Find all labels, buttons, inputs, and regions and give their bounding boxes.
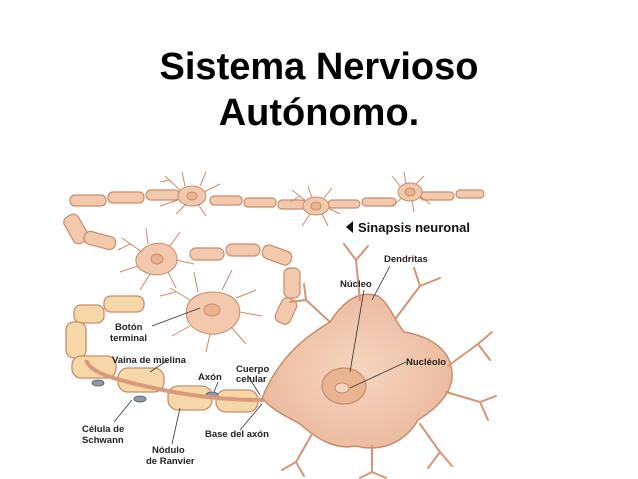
label-axon: Axón [198, 372, 222, 383]
synapse-arrow-icon [346, 221, 353, 233]
large-dendrites [281, 243, 497, 479]
upper-neuron-1 [177, 185, 207, 207]
upper-neuron-2 [302, 196, 330, 216]
upper-neuron-3 [397, 182, 423, 202]
title-line-1: Sistema Nervioso [159, 46, 479, 88]
label-cuerpo-2: celular [236, 374, 267, 385]
upper-axon-chain [69, 189, 485, 210]
myelin-sheath [65, 295, 259, 413]
label-celula-2: Schwann [82, 435, 124, 446]
label-dendritas: Dendritas [384, 254, 428, 265]
label-boton-2: terminal [110, 333, 147, 344]
nucleolus [334, 382, 350, 394]
middle-neuron-left-dendrites [117, 227, 195, 291]
label-nodulo-1: Nódulo [152, 445, 185, 456]
label-base-axon: Base del axón [205, 429, 269, 440]
middle-neuron-center-dendrites [159, 269, 263, 353]
leader-lines [113, 265, 407, 445]
middle-neuron-center [185, 291, 241, 335]
label-nucleolo: Nucléolo [406, 357, 446, 368]
label-boton-1: Botón [115, 322, 143, 333]
label-synapse: Sinapsis neuronal [358, 220, 470, 235]
middle-axon-chain [63, 213, 301, 325]
title-line-2: Autónomo. [218, 92, 420, 134]
middle-neuron-left [135, 242, 178, 276]
cell-body [261, 293, 453, 449]
slide-title: Sistema Nervioso Autónomo. [0, 44, 638, 136]
upper-dendrites [159, 171, 431, 227]
label-nodulo-2: de Ranvier [146, 456, 195, 467]
label-nucleo: Núcleo [340, 279, 372, 290]
label-vaina: Vaina de mielina [112, 355, 187, 366]
axon-core [84, 359, 301, 403]
label-cuerpo-1: Cuerpo [236, 364, 269, 375]
label-celula-1: Célula de [82, 424, 124, 435]
